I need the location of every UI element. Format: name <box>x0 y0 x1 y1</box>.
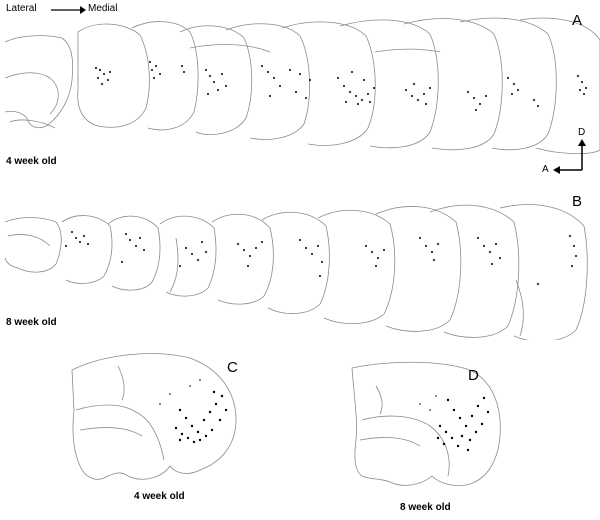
panel-b-labeling-dots <box>65 231 577 285</box>
medial-label: Medial <box>88 3 118 14</box>
panel-c-labeling-dots <box>159 379 228 444</box>
panel-b-age-label: 8 week old <box>6 317 57 328</box>
panel-d-labeling-dots <box>419 395 490 452</box>
panel-c-enlarged-section <box>71 353 237 480</box>
panel-b-serial-sections <box>4 204 588 340</box>
panel-b-outlines <box>4 204 588 340</box>
panel-a-outlines <box>4 17 600 155</box>
panel-a-letter: A <box>572 12 583 29</box>
panel-c-outline <box>71 353 237 480</box>
panel-a-serial-sections <box>4 17 600 155</box>
panel-c-letter: C <box>227 359 238 376</box>
panel-d-enlarged-section <box>351 361 501 486</box>
panel-b-letter: B <box>572 193 583 210</box>
lateral-label: Lateral <box>6 3 37 14</box>
panel-d-outline <box>351 361 501 486</box>
panel-a-labeling-dots <box>95 61 587 111</box>
panel-c-age-label: 4 week old <box>134 491 185 502</box>
panel-d-age-label: 8 week old <box>400 502 451 513</box>
lateral-to-medial-arrow-icon <box>51 6 86 14</box>
anterior-axis-label: A <box>542 164 549 175</box>
axis-arrows-icon <box>553 139 586 174</box>
dorsal-axis-label: D <box>578 127 586 138</box>
panel-a-age-label: 4 week old <box>6 156 57 167</box>
panel-d-letter: D <box>468 367 479 384</box>
